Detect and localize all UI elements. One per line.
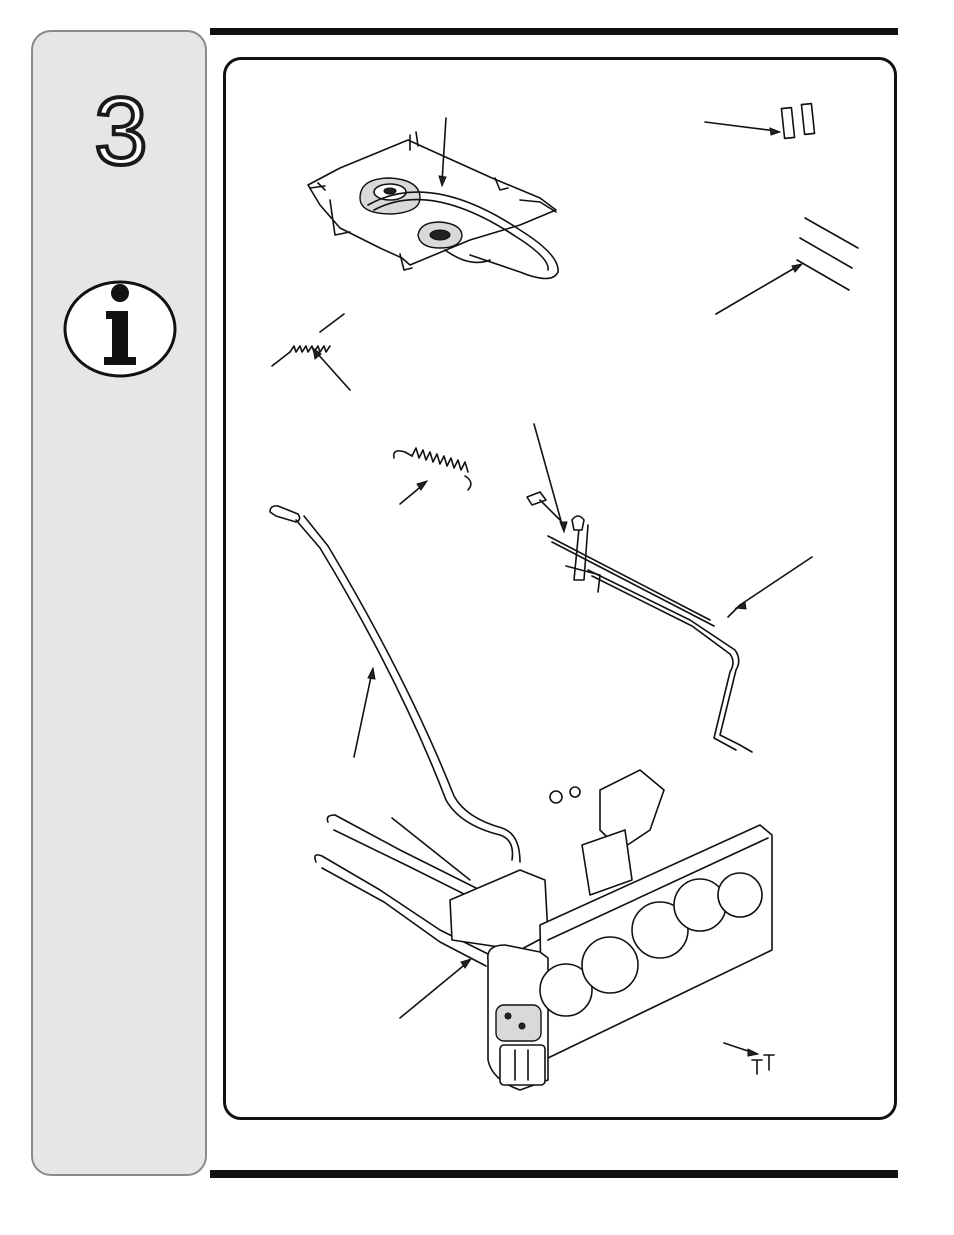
small-extension-spring bbox=[272, 314, 350, 390]
snow-thrower-housing bbox=[315, 770, 772, 1090]
shear-pins bbox=[705, 104, 815, 139]
chute-crank-rod bbox=[527, 424, 812, 752]
large-extension-spring bbox=[394, 448, 471, 504]
rods bbox=[716, 218, 858, 314]
pulley-bracket-assembly bbox=[308, 118, 558, 279]
lift-handle bbox=[270, 506, 520, 862]
hardware-bolts bbox=[724, 1043, 774, 1074]
